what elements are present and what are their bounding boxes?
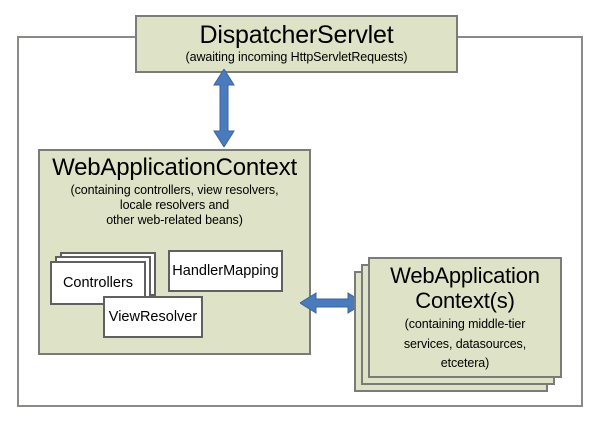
double-arrow-vertical-icon — [213, 68, 235, 148]
web-application-context-subtitle-line3: other web-related beans) — [106, 213, 243, 228]
root-context-subtitle-line3: etcetera) — [440, 355, 490, 370]
dispatcher-servlet-title: DispatcherServlet — [199, 21, 394, 50]
web-application-context-header: WebApplicationContext (containing contro… — [40, 151, 309, 229]
dispatcher-servlet-subtitle: (awaiting incoming HttpServletRequests) — [185, 50, 408, 65]
root-context-title-line2: Context(s) — [415, 287, 515, 313]
dispatcher-servlet-box[interactable]: DispatcherServlet (awaiting incoming Htt… — [135, 15, 458, 73]
view-resolver-box[interactable]: ViewResolver — [103, 296, 203, 338]
connector-dispatcher-to-webappcontext — [206, 68, 242, 148]
root-context-subtitle-line1: (containing middle-tier — [404, 317, 526, 332]
web-application-context-subtitle-line1: (containing controllers, view resolvers, — [70, 182, 279, 197]
root-web-application-contexts-stack[interactable]: WebApplication Context(s) (containing mi… — [354, 257, 564, 394]
root-context-title-line1: WebApplication — [390, 263, 540, 288]
web-application-context-subtitle-line2: locale resolvers and — [119, 198, 230, 213]
root-context-box[interactable]: WebApplication Context(s) (containing mi… — [368, 257, 562, 378]
root-context-subtitle-line2: services, datasources, — [403, 336, 527, 351]
handler-mapping-box[interactable]: HandlerMapping — [168, 250, 283, 292]
web-application-context-title: WebApplicationContext — [52, 154, 297, 181]
